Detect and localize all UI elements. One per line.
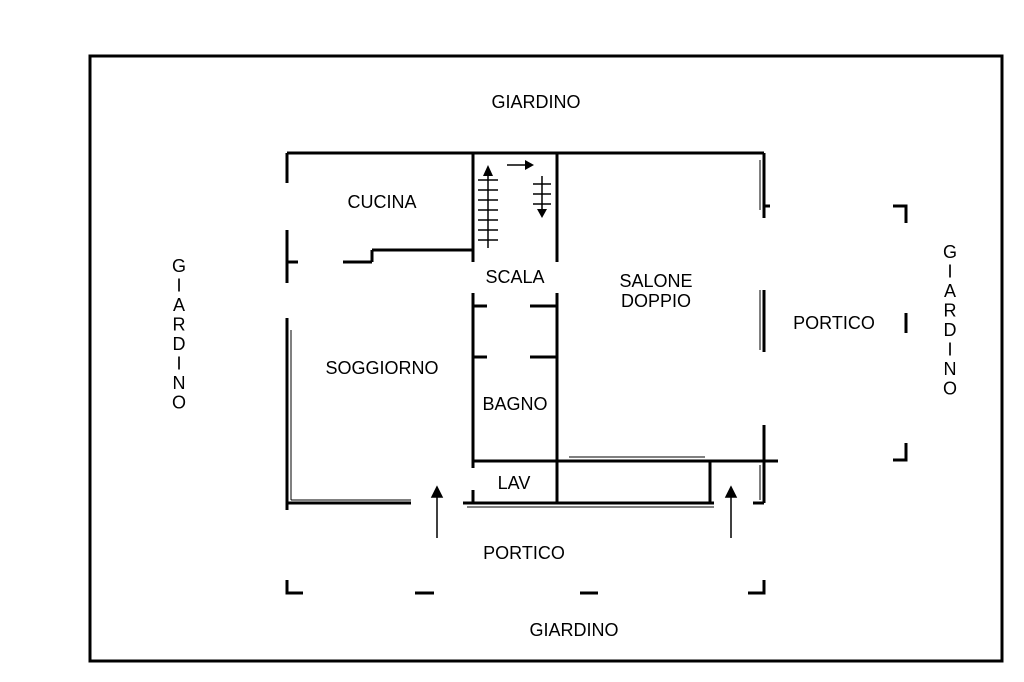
garden-top-label: GIARDINO (491, 92, 580, 112)
salon-label-line1: SALONE (619, 271, 692, 291)
walls (285, 151, 778, 510)
stairs-right-arrow-icon (525, 160, 534, 170)
stairs-down-arrow-icon (537, 209, 547, 218)
entrance-right-arrow-icon (724, 485, 738, 498)
outer-frame (88, 54, 1004, 663)
laundry-label: LAV (498, 473, 531, 493)
windows (290, 160, 761, 508)
salon-label-line2: DOPPIO (621, 291, 691, 311)
entrance-left-arrow-icon (430, 485, 444, 498)
garden-bottom-label: GIARDINO (529, 620, 618, 640)
stairs-up-arrow-icon (483, 165, 493, 176)
kitchen-label: CUCINA (347, 192, 416, 212)
stairs-symbol (478, 164, 551, 248)
entrance-arrows (430, 485, 738, 538)
porch-right-label: PORTICO (793, 313, 875, 333)
bathroom-label: BAGNO (482, 394, 547, 414)
living-room-label: SOGGIORNO (325, 358, 438, 378)
arrow-icons (483, 160, 547, 218)
porch-bottom-label: PORTICO (483, 543, 565, 563)
porch-right-outline (893, 204, 908, 462)
stairs-label: SCALA (485, 267, 544, 287)
porch-bottom-outline (285, 580, 766, 595)
